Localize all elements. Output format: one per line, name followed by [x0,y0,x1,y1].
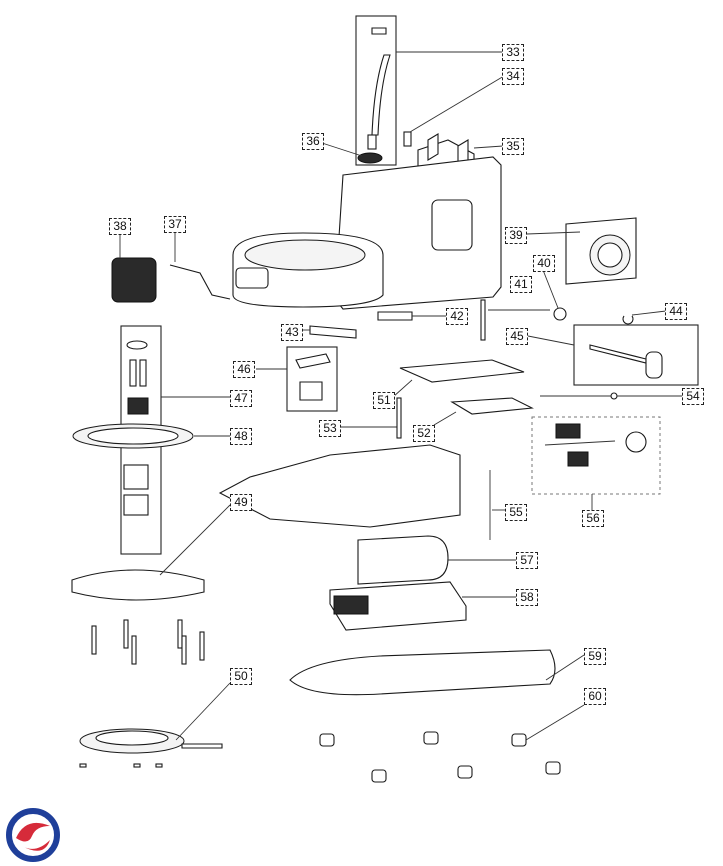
part-58-heatsink-board [329,581,516,631]
part-57-blower [357,535,516,585]
logo-swirl-icon [16,822,50,842]
callout-49: 49 [230,494,252,511]
callout-60: 60 [584,688,606,705]
part-45-shaft-assembly [527,324,699,386]
part-33-steam-tube [355,15,504,166]
part-43-latch [302,325,357,339]
part-53-screw [340,397,402,439]
callout-42: 42 [446,308,468,325]
part-40-ring [542,269,567,321]
callout-38: 38 [109,218,131,235]
part-52-control-board [433,397,534,426]
callout-56: 56 [582,510,604,527]
brand-logo [6,808,60,862]
part-60-feet [319,704,585,783]
part-34-connector [403,75,505,147]
callout-51: 51 [373,392,395,409]
main-housing [232,156,502,310]
part-54-sensor-wire [540,392,682,400]
part-41-rod [480,299,550,341]
part-46-lever-set [256,346,338,412]
callout-37: 37 [164,216,186,233]
callout-33: 33 [502,44,524,61]
part-55-cable [489,470,505,540]
part-38-grille [111,233,157,303]
callout-58: 58 [516,589,538,606]
lower-housing [218,444,461,528]
callout-52: 52 [413,425,435,442]
callout-44: 44 [665,303,687,320]
part-59-base-plate [289,649,585,696]
callout-34: 34 [502,68,524,85]
part-50-heating-plate [79,682,231,768]
part-44-clip [622,310,667,325]
part-36-seal-ring [321,142,383,164]
callout-40: 40 [533,255,555,272]
callout-59: 59 [584,648,606,665]
part-42-latch [377,311,446,321]
callout-50: 50 [230,668,252,685]
part-47-48-heater-box [72,325,230,555]
callout-35: 35 [502,138,524,155]
part-39-pump-housing [526,217,637,285]
callout-53: 53 [319,420,341,437]
part-56-power-cord-set [531,416,661,510]
logo-swirl-lower-icon [22,840,50,851]
part-51-mount-plate [392,359,525,398]
callout-36: 36 [302,133,324,150]
callout-39: 39 [505,227,527,244]
callout-54: 54 [682,388,704,405]
part-37-spring-clip [169,233,231,300]
logo-outer-ring-icon [6,808,60,862]
callout-57: 57 [516,552,538,569]
callout-55: 55 [505,504,527,521]
part-49-base-ring [71,504,231,665]
callout-41: 41 [510,276,532,293]
callout-45: 45 [506,328,528,345]
callout-48: 48 [230,428,252,445]
callout-43: 43 [281,324,303,341]
callout-47: 47 [230,390,252,407]
callout-46: 46 [233,361,255,378]
